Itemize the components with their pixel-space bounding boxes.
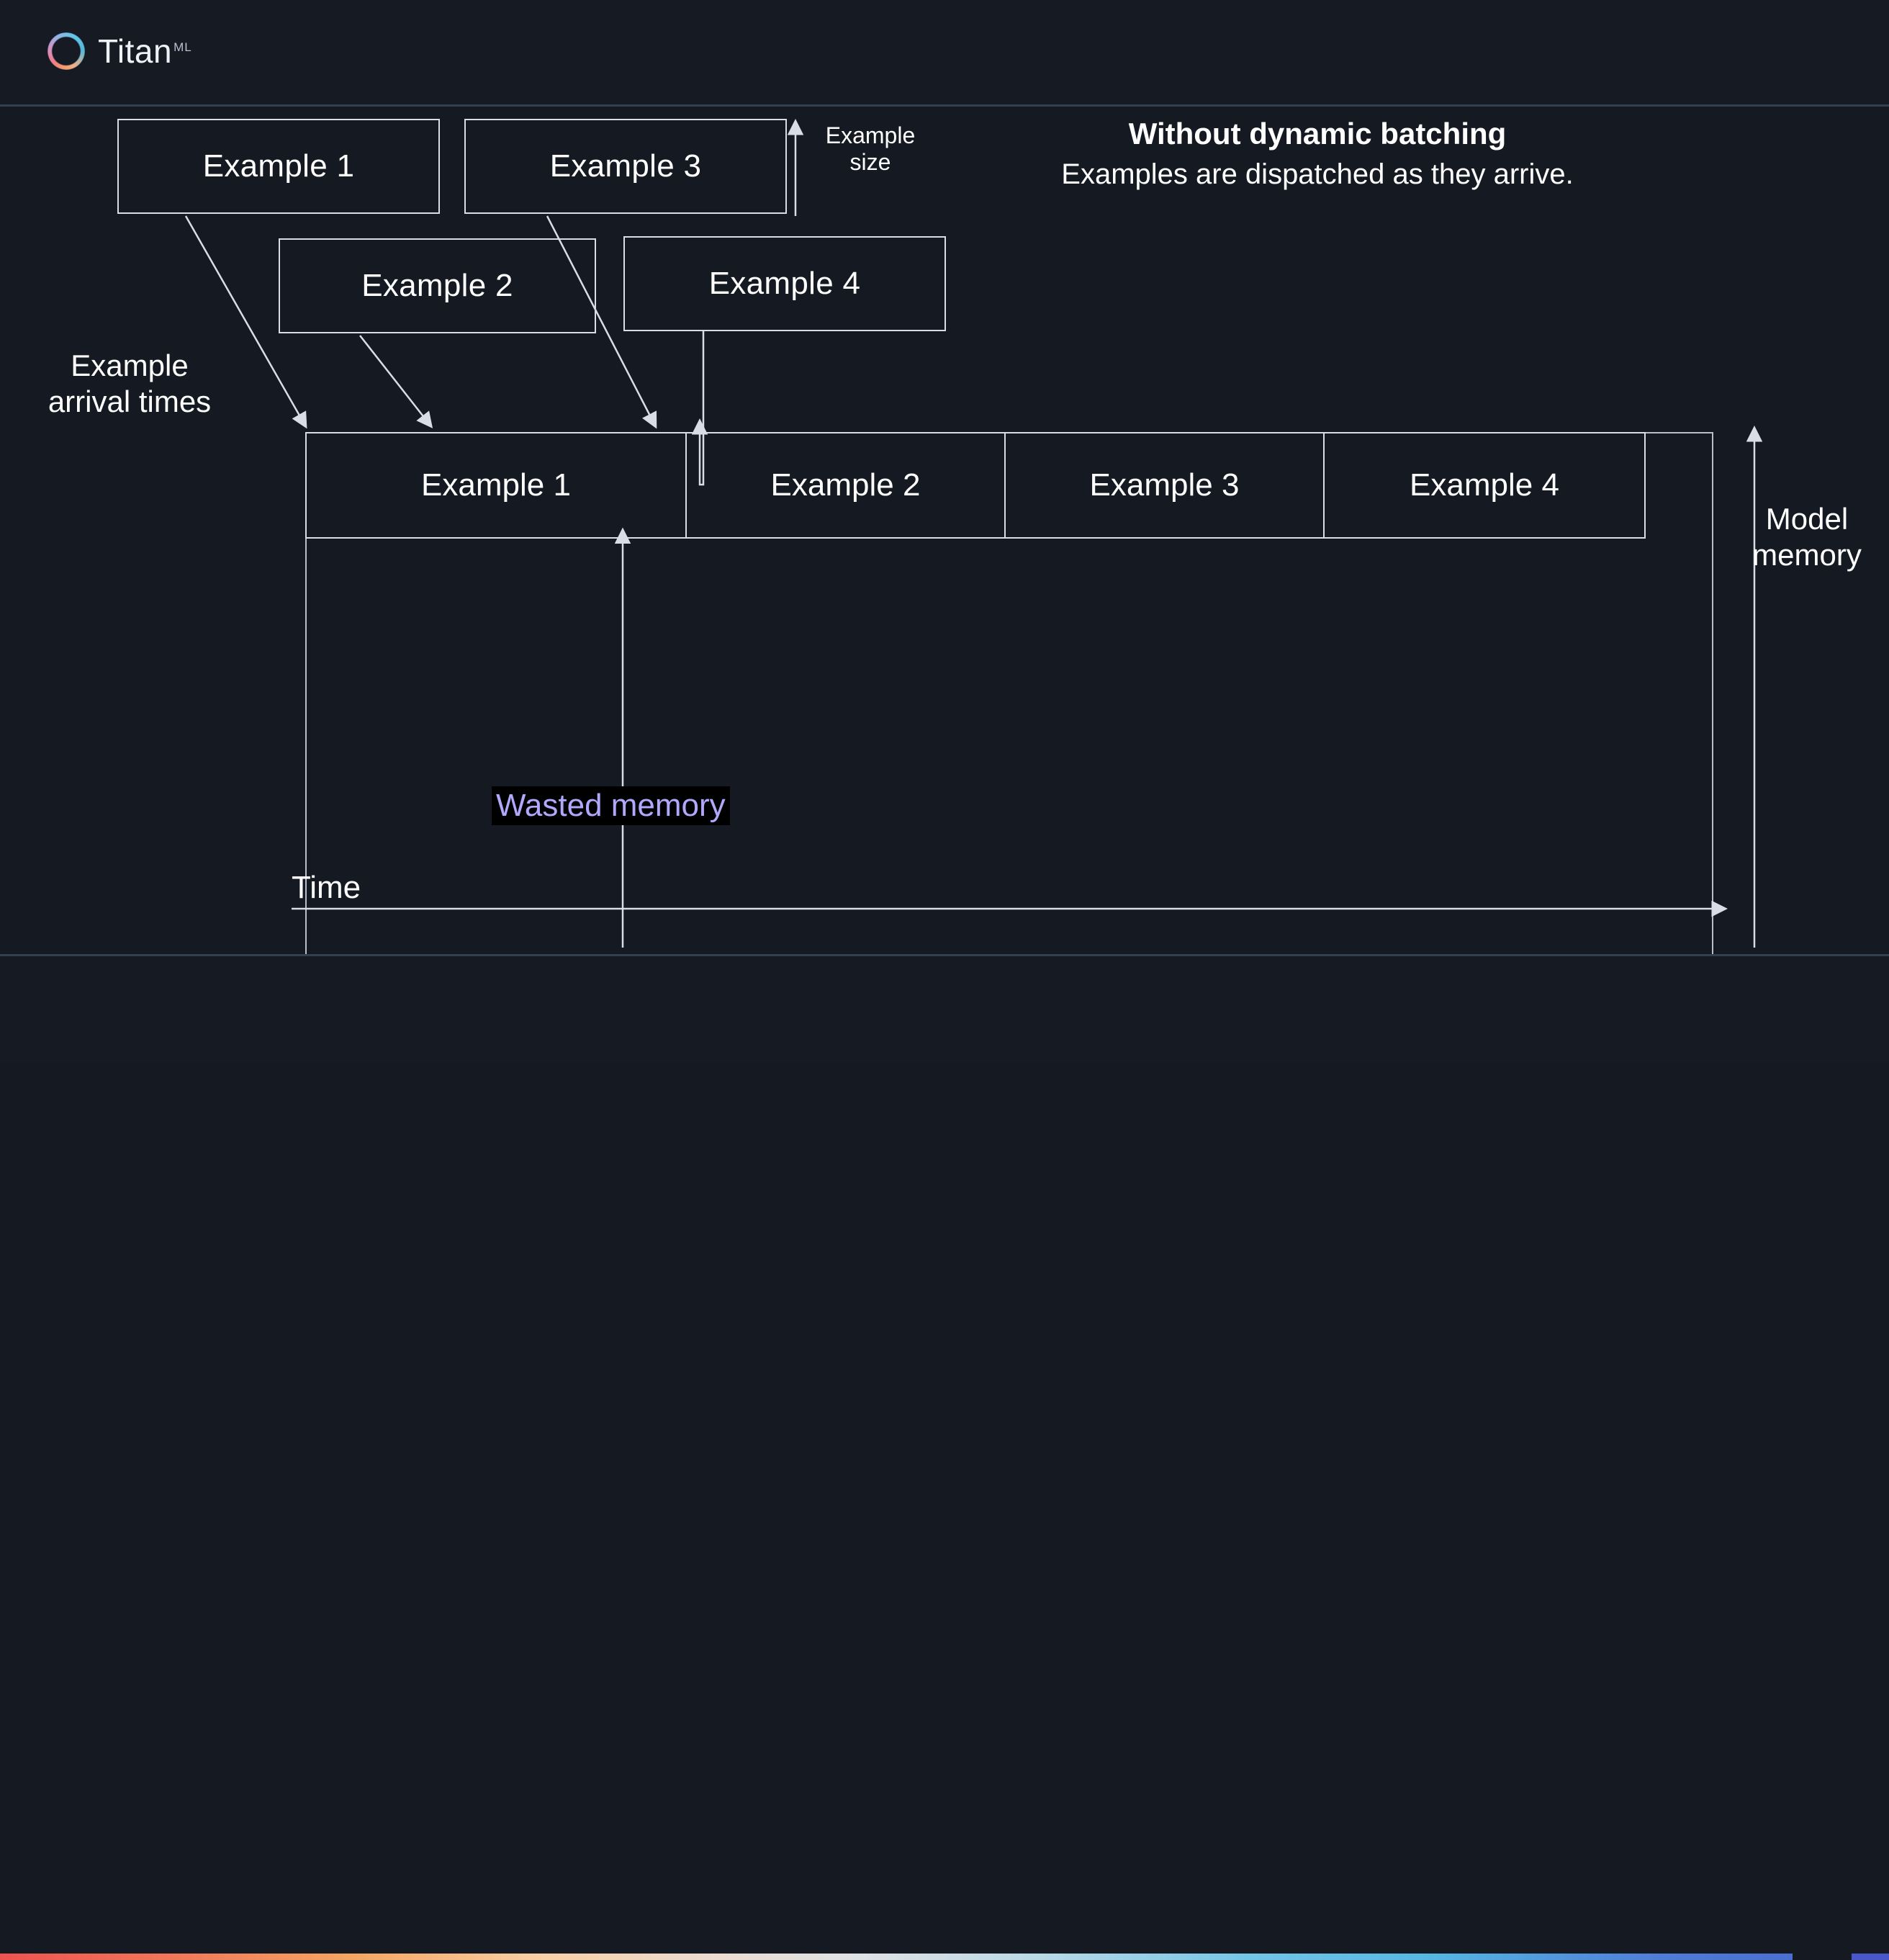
brand-superscript: ML — [173, 40, 192, 54]
model-memory-label: Model memory — [1735, 501, 1879, 574]
time-axis-label: Time — [292, 870, 361, 905]
timeline-cell-label: Example 4 — [1410, 467, 1559, 503]
slide-subtitle: Examples are dispatched as they arrive. — [1061, 158, 1574, 190]
incoming-example-box-4: Example 4 — [623, 236, 946, 331]
incoming-example-label: Example 4 — [708, 266, 861, 301]
incoming-example-label: Example 3 — [549, 148, 702, 184]
titan-ring-icon — [42, 27, 90, 75]
timeline-cell-1: Example 1 — [305, 432, 687, 539]
incoming-example-label: Example 1 — [202, 148, 355, 184]
example-arrival-times-label: Example arrival times — [22, 348, 238, 421]
wasted-memory-label: Wasted memory — [492, 786, 730, 826]
incoming-example-box-2: Example 2 — [279, 238, 596, 333]
brand-gradient-bar-end-segment — [1852, 1954, 1889, 1960]
timeline-cell-3: Example 3 — [1004, 432, 1325, 539]
app-footer — [0, 956, 1889, 1960]
slide-title-block: Without dynamic batching Examples are di… — [1022, 114, 1613, 194]
arrival-arrow-example-2 — [359, 335, 433, 428]
model-memory-label-line2: memory — [1752, 538, 1862, 572]
slide-canvas: Example 1 Example 3 Example 2 Example 4 … — [0, 107, 1889, 971]
timeline-cell-label: Example 2 — [770, 467, 921, 503]
header-divider — [0, 104, 1889, 107]
arrival-label-line1: Example — [71, 349, 189, 382]
slide-title: Without dynamic batching — [1128, 117, 1507, 150]
incoming-example-box-1: Example 1 — [117, 119, 440, 214]
timeline-cell-2: Example 2 — [685, 432, 1006, 539]
incoming-example-box-3: Example 3 — [464, 119, 787, 214]
incoming-example-label: Example 2 — [361, 268, 513, 303]
arrival-label-line2: arrival times — [48, 385, 212, 419]
example-size-label-line1: Example — [825, 122, 916, 148]
model-memory-label-line1: Model — [1765, 502, 1849, 536]
timeline-cells-row: Example 1 Example 2 Example 3 Example 4 — [305, 432, 1646, 539]
timeline-cell-label: Example 3 — [1089, 467, 1240, 503]
timeline-cell-label: Example 1 — [421, 467, 571, 503]
timeline-cell-4: Example 4 — [1323, 432, 1646, 539]
brand-name: Titan — [98, 32, 173, 70]
footer-divider — [0, 954, 1889, 956]
brand-gradient-bar — [0, 1954, 1793, 1960]
example-size-label-line2: size — [849, 148, 891, 175]
example-size-label: Example size — [806, 122, 935, 176]
